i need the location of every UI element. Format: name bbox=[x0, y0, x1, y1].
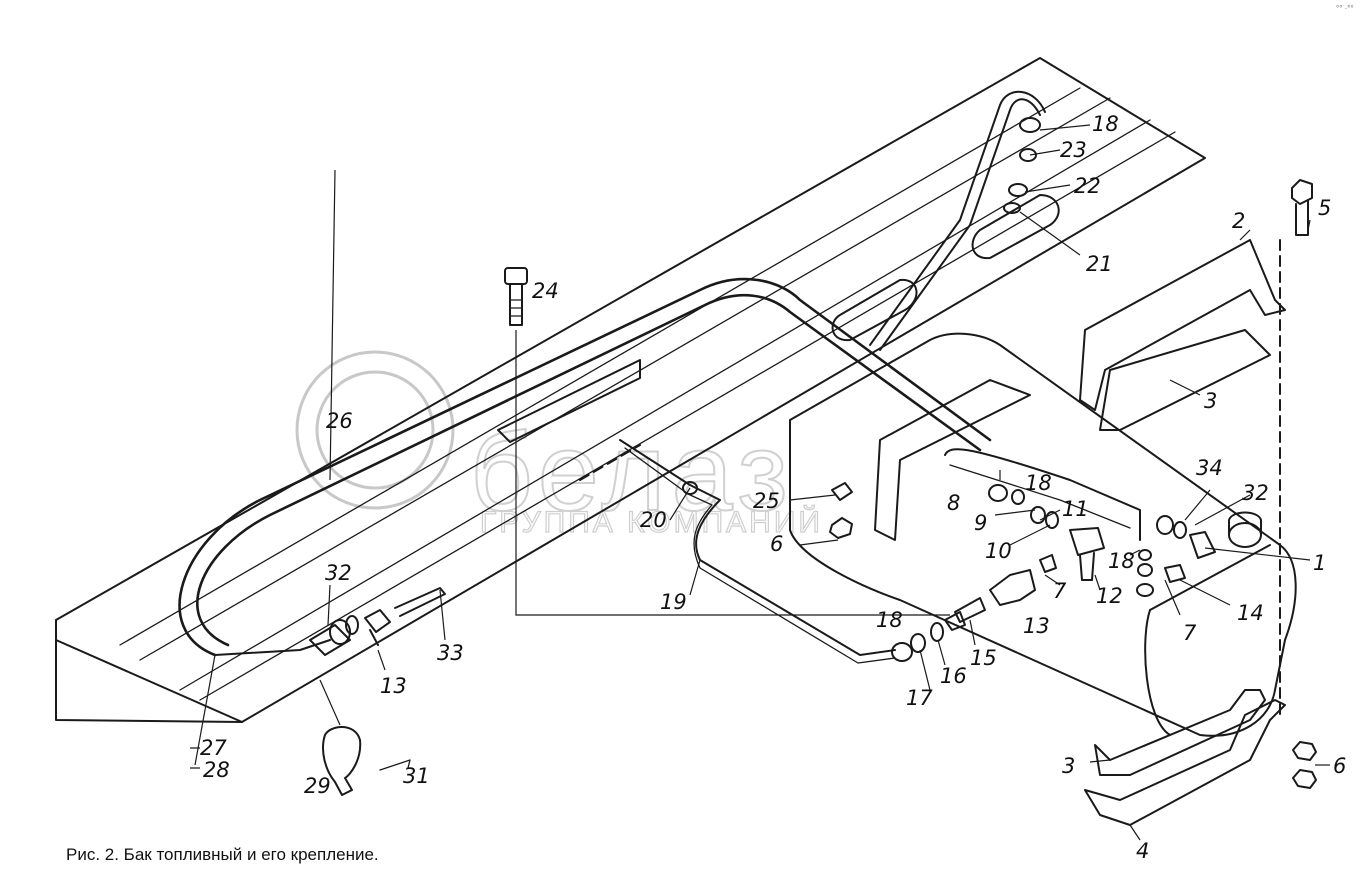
callout-18-lower: 18 bbox=[876, 608, 903, 632]
callout-13-right: 13 bbox=[1023, 614, 1050, 638]
callout-6-upper: 6 bbox=[770, 532, 783, 556]
fuel-tank bbox=[789, 332, 1297, 737]
frame-rail bbox=[55, 57, 1206, 723]
callout-7-middle: 7 bbox=[1053, 579, 1067, 603]
upper-pipe bbox=[831, 90, 1060, 351]
callout-7-right: 7 bbox=[1183, 621, 1197, 645]
watermark: белаз ГРУППА КОМПАНИЙ bbox=[295, 350, 823, 540]
bolt-24 bbox=[504, 267, 950, 616]
nuts-6-lower bbox=[1292, 741, 1317, 789]
callout-13-left: 13 bbox=[380, 674, 407, 698]
callout-8: 8 bbox=[947, 491, 960, 515]
callout-1: 1 bbox=[1313, 551, 1326, 575]
callout-4: 4 bbox=[1136, 839, 1149, 863]
callout-27: 27 bbox=[200, 736, 227, 760]
callout-31: 31 bbox=[403, 764, 430, 788]
return-line bbox=[619, 439, 896, 664]
callout-18-right: 18 bbox=[1108, 549, 1135, 573]
callout-22: 22 bbox=[1074, 174, 1101, 198]
callout-33: 33 bbox=[437, 641, 464, 665]
figure-caption: Рис. 2. Бак топливный и его крепление. bbox=[66, 845, 379, 864]
strap-upper bbox=[874, 239, 1286, 541]
callout-6-lower: 6 bbox=[1333, 754, 1346, 778]
callout-19: 19 bbox=[660, 590, 687, 614]
callout-16: 16 bbox=[940, 664, 967, 688]
bolt-5 bbox=[1279, 179, 1313, 721]
callout-18-middle: 18 bbox=[1025, 471, 1052, 495]
callout-9: 9 bbox=[974, 511, 987, 535]
callout-10: 10 bbox=[985, 539, 1012, 563]
callout-11: 11 bbox=[1062, 497, 1089, 521]
callout-21: 21 bbox=[1086, 252, 1113, 276]
watermark-name: белаз bbox=[470, 411, 794, 534]
watermark-subtitle: ГРУППА КОМПАНИЙ bbox=[480, 505, 823, 539]
strap-lower bbox=[1084, 689, 1286, 826]
callout-5: 5 bbox=[1318, 196, 1331, 220]
callout-14: 14 bbox=[1237, 601, 1264, 625]
callout-12: 12 bbox=[1096, 584, 1123, 608]
callout-32-right: 32 bbox=[1242, 481, 1269, 505]
callout-2: 2 bbox=[1232, 209, 1245, 233]
corner-mark: °° ·°° bbox=[1336, 4, 1354, 13]
callout-17: 17 bbox=[906, 686, 933, 710]
callout-25: 25 bbox=[753, 489, 780, 513]
callout-20: 20 bbox=[640, 508, 667, 532]
rail-bracket bbox=[497, 359, 641, 481]
callout-24: 24 bbox=[532, 279, 559, 303]
callout-26: 26 bbox=[326, 409, 353, 433]
callout-3-upper: 3 bbox=[1204, 389, 1217, 413]
fittings-right bbox=[829, 448, 1216, 662]
callout-28: 28 bbox=[203, 758, 230, 782]
callout-23: 23 bbox=[1060, 138, 1087, 162]
leader-lines bbox=[190, 124, 1330, 841]
callout-32-left: 32 bbox=[325, 561, 352, 585]
callout-15: 15 bbox=[970, 646, 997, 670]
fuel-line-main bbox=[178, 277, 992, 657]
fittings-left bbox=[309, 587, 446, 796]
callout-3-lower: 3 bbox=[1062, 754, 1075, 778]
callout-29: 29 bbox=[304, 774, 331, 798]
callout-34: 34 bbox=[1196, 456, 1223, 480]
callout-labels: 1 2 3 3 4 5 6 6 7 7 8 9 10 11 12 13 13 1… bbox=[200, 112, 1346, 863]
callout-18-top: 18 bbox=[1092, 112, 1119, 136]
